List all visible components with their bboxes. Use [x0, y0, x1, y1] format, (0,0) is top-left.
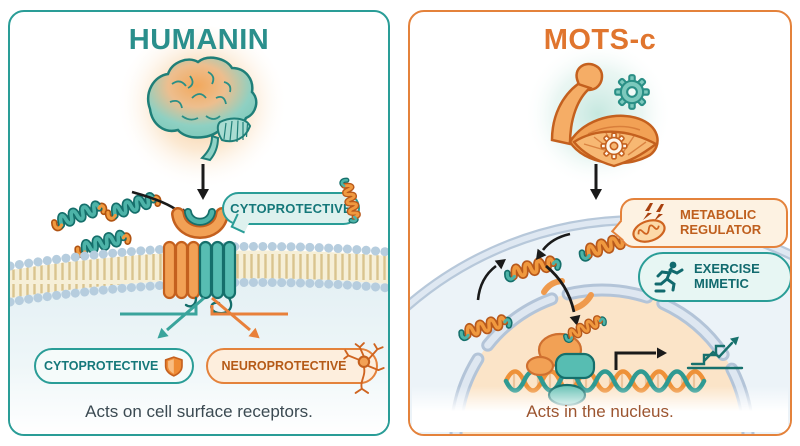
gear-icon: [615, 75, 649, 109]
shield-icon: [165, 355, 184, 377]
lightning-icon: [643, 203, 664, 221]
humanin-peptide-icon: [52, 200, 106, 230]
transcription-start-arrow: [614, 347, 667, 370]
nuclear-pore: [573, 292, 594, 311]
motsc-panel: MOTS-c: [408, 10, 792, 436]
metabolic-regulator-bubble: METABOLIC REGULATOR: [620, 198, 788, 248]
exercise-mimetic-label: EXERCISE MIMETIC: [694, 261, 760, 291]
gear-icon: [601, 133, 627, 159]
humanin-caption: Acts on cell surface receptors.: [85, 402, 313, 421]
membrane-receptor-icon: [162, 207, 237, 315]
humanin-title: HUMANIN: [128, 24, 270, 56]
motsc-title: MOTS-c: [543, 24, 657, 56]
brainstem: [200, 134, 220, 162]
humanin-panel: HUMANIN: [8, 10, 390, 436]
muscle-glow: [524, 40, 672, 188]
peptide-transport-arrows: [476, 232, 576, 313]
humanin-illustration: [10, 26, 388, 434]
neuron-icon: [343, 342, 385, 394]
muscle-icon: [550, 62, 659, 168]
cytoprotective-pill: CYTOPROTECTIVE: [34, 348, 194, 384]
humanin-peptide-icon: [341, 179, 361, 222]
cytoprotective-pill-label: CYTOPROTECTIVE: [44, 359, 159, 373]
mitochondria-icon: [632, 203, 666, 243]
neuroprotective-pill: NEUROPROTECTIVE: [206, 342, 385, 394]
neuroprotective-branch-arrow: [210, 296, 288, 339]
gene-expression-chart-icon: [686, 336, 744, 370]
brain-to-membrane-arrow: [197, 164, 209, 200]
metabolic-regulator-label: METABOLIC REGULATOR: [680, 207, 762, 237]
cytoprotective-branch-arrow: [120, 296, 205, 339]
brain-icon: [147, 56, 258, 162]
humanin-peptide-icon: [106, 192, 160, 220]
cytoprotective-bubble: CYTOPROTECTIVE: [222, 179, 361, 225]
motsc-illustration: [410, 40, 790, 434]
cytoprotective-bubble-label: CYTOPROTECTIVE: [230, 201, 352, 216]
runner-icon: [654, 261, 684, 293]
exercise-mimetic-pill: EXERCISE MIMETIC: [638, 252, 790, 302]
motsc-caption: Acts in the nucleus.: [526, 402, 674, 421]
neuroprotective-pill-label: NEUROPROTECTIVE: [221, 359, 347, 373]
bottom-fade: [412, 386, 788, 432]
muscle-to-cell-arrow: [590, 164, 602, 200]
